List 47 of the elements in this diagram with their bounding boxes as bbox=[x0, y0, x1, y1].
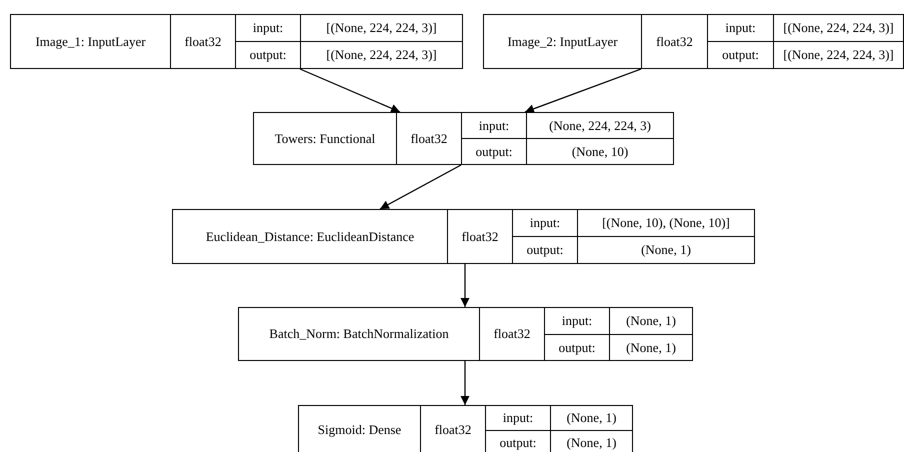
dtype-text: float32 bbox=[421, 406, 486, 452]
layer-name: Towers: Functional bbox=[254, 113, 397, 164]
layer-name: Sigmoid: Dense bbox=[299, 406, 421, 452]
port-label: output: bbox=[708, 42, 774, 68]
arrow bbox=[460, 361, 470, 405]
port-label: output: bbox=[513, 237, 578, 263]
dtype-text: float32 bbox=[448, 210, 513, 263]
arrow bbox=[300, 68, 400, 113]
shape-value: (None, 1) bbox=[566, 409, 618, 427]
layer-record-box bbox=[10, 14, 463, 69]
layer-name: Image_1: InputLayer bbox=[11, 15, 171, 68]
layer-record-box bbox=[483, 14, 904, 69]
arrow bbox=[460, 264, 470, 307]
shape-value: (None, 1) bbox=[625, 338, 677, 357]
arrow bbox=[380, 164, 462, 210]
dtype-text: float32 bbox=[642, 15, 708, 68]
shape-value: [(None, 224, 224, 3)] bbox=[325, 19, 438, 38]
dtype-text: float32 bbox=[480, 308, 545, 360]
layer-record-box bbox=[172, 209, 755, 264]
port-label: output: bbox=[462, 139, 527, 164]
shape-value: (None, 1) bbox=[640, 241, 692, 260]
arrow bbox=[524, 68, 642, 114]
layer-name: Batch_Norm: BatchNormalization bbox=[239, 308, 480, 360]
shape-value: [(None, 224, 224, 3)] bbox=[325, 46, 438, 64]
dtype-text: float32 bbox=[171, 15, 236, 68]
port-label: output: bbox=[236, 42, 301, 68]
dtype-text: float32 bbox=[397, 113, 462, 164]
port-label: output: bbox=[545, 334, 610, 360]
shape-value: [(None, 10), (None, 10)] bbox=[601, 214, 731, 232]
shape-value: (None, 10) bbox=[570, 142, 630, 161]
shape-value: (None, 1) bbox=[625, 312, 677, 330]
port-label: input: bbox=[236, 15, 301, 41]
port-label: output: bbox=[486, 430, 551, 452]
layer-record-box bbox=[298, 405, 633, 452]
shape-value: [(None, 224, 224, 3)] bbox=[782, 19, 895, 38]
shape-value: (None, 224, 224, 3) bbox=[548, 116, 652, 135]
port-label: input: bbox=[462, 113, 527, 138]
port-label: input: bbox=[486, 406, 551, 430]
port-label: input: bbox=[545, 308, 610, 334]
layer-record-box bbox=[253, 112, 674, 165]
shape-value: (None, 1) bbox=[566, 434, 618, 452]
port-label: input: bbox=[513, 210, 578, 236]
layer-record-box bbox=[238, 307, 693, 361]
layer-name: Image_2: InputLayer bbox=[484, 15, 642, 68]
layer-name: Euclidean_Distance: EuclideanDistance bbox=[173, 210, 448, 263]
shape-value: [(None, 224, 224, 3)] bbox=[782, 46, 895, 64]
port-label: input: bbox=[708, 15, 774, 41]
